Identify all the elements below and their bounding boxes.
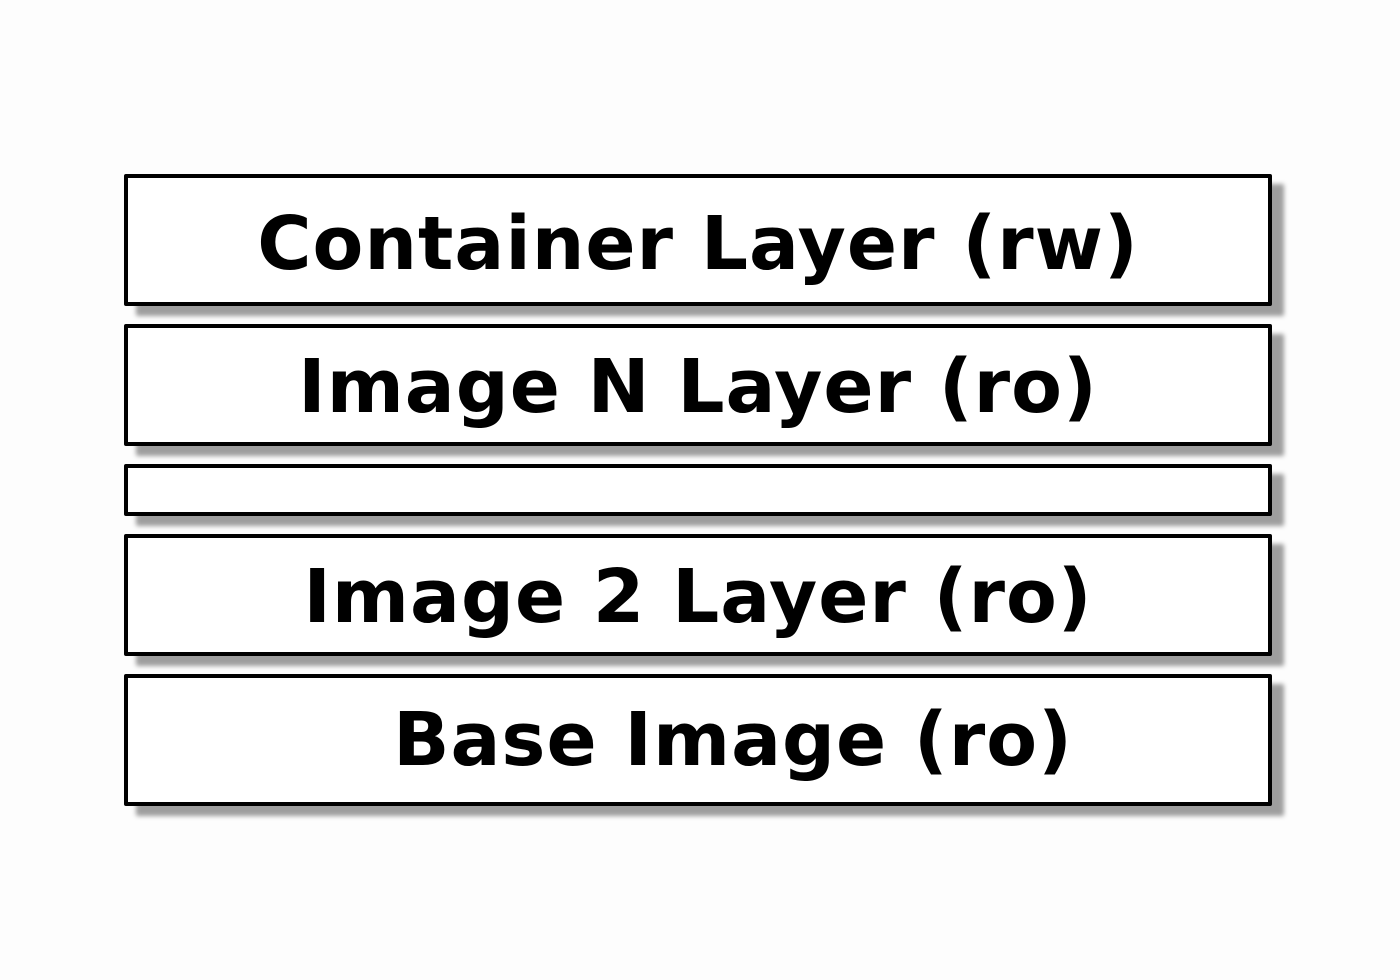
image-2-layer-label: Image 2 Layer (ro): [303, 554, 1093, 640]
base-image-layer-label: Base Image (ro): [393, 697, 1073, 783]
image-n-layer-box: Image N Layer (ro): [124, 324, 1272, 446]
container-layer-box: Container Layer (rw): [124, 174, 1272, 306]
intermediate-layers-box: [124, 464, 1272, 516]
container-layer-label: Container Layer (rw): [257, 201, 1139, 287]
image-2-layer-box: Image 2 Layer (ro): [124, 534, 1272, 656]
base-image-layer-box: Base Image (ro): [124, 674, 1272, 806]
image-n-layer-label: Image N Layer (ro): [298, 344, 1098, 430]
